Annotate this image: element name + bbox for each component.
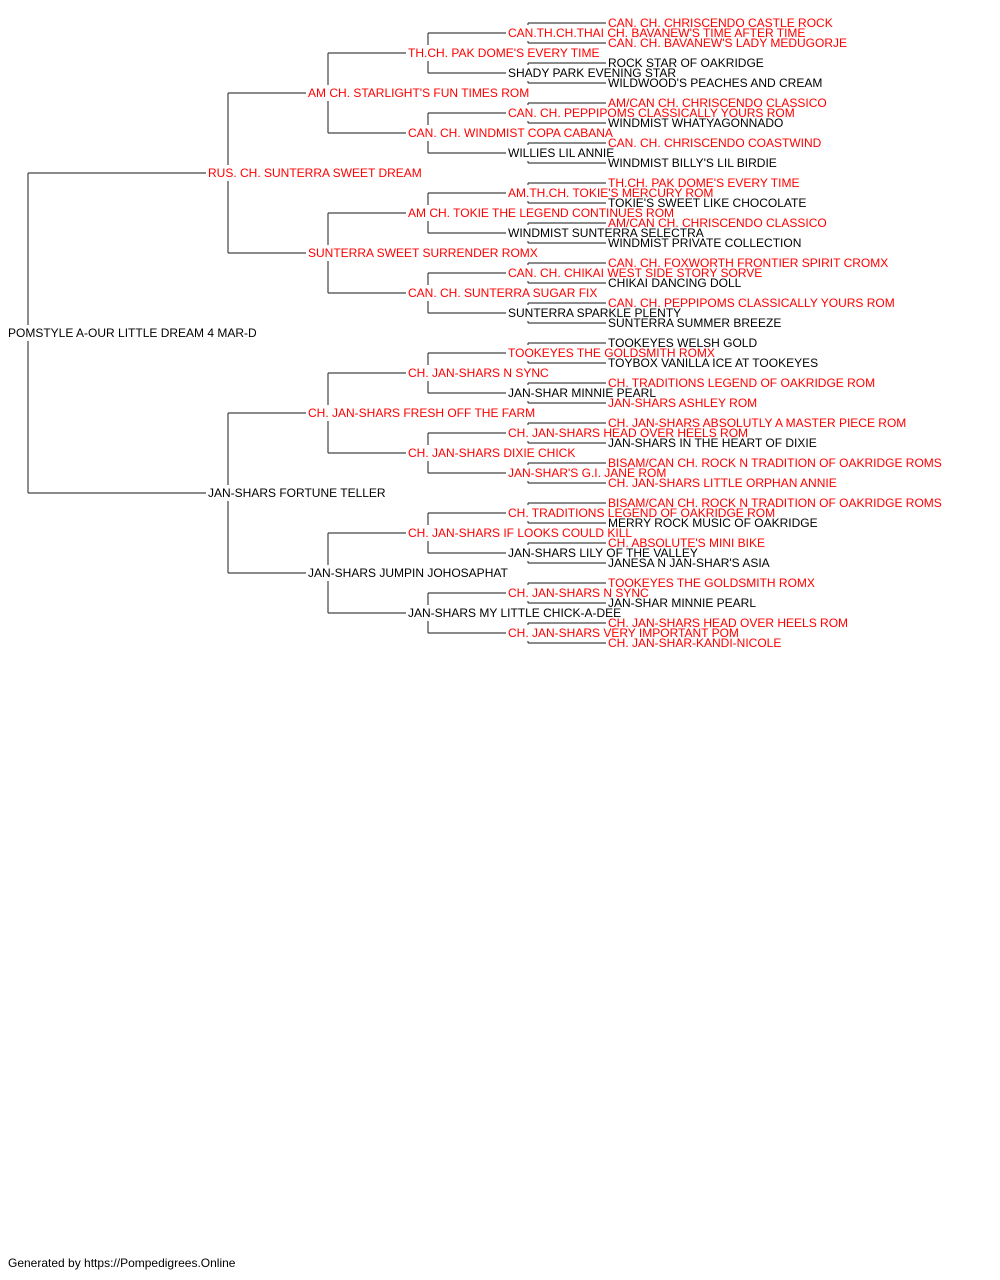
ancestor-sire-gen4: CAN. CH. CHIKAI WEST SIDE STORY SORVE bbox=[508, 266, 763, 280]
ancestor-sire-gen5: BISAM/CAN CH. ROCK N TRADITION OF OAKRID… bbox=[608, 496, 942, 510]
ancestor-sire-gen5: CH. ABSOLUTE'S MINI BIKE bbox=[608, 536, 765, 550]
ancestor-dam-gen5: WILDWOOD'S PEACHES AND CREAM bbox=[608, 76, 823, 90]
ancestor-sire-gen1: RUS. CH. SUNTERRA SWEET DREAM bbox=[208, 166, 422, 180]
footer-credit: Generated by https://Pompedigrees.Online bbox=[8, 1256, 236, 1270]
ancestor-dam-gen5: JANESA N JAN-SHAR'S ASIA bbox=[608, 556, 770, 570]
ancestor-sire-gen2: AM CH. STARLIGHT'S FUN TIMES ROM bbox=[308, 86, 530, 100]
ancestor-sire-gen5: ROCK STAR OF OAKRIDGE bbox=[608, 56, 764, 70]
ancestor-sire-gen2: CH. JAN-SHARS FRESH OFF THE FARM bbox=[308, 406, 536, 420]
ancestor-sire-gen3: CH. JAN-SHARS N SYNC bbox=[408, 366, 549, 380]
ancestor-sire-gen5: CH. JAN-SHARS ABSOLUTLY A MASTER PIECE R… bbox=[608, 416, 907, 430]
ancestor-dam-gen5: CHIKAI DANCING DOLL bbox=[608, 276, 742, 290]
ancestor-sire-gen5: BISAM/CAN CH. ROCK N TRADITION OF OAKRID… bbox=[608, 456, 942, 470]
ancestor-dam-gen4: JAN-SHAR MINNIE PEARL bbox=[508, 386, 657, 400]
ancestor-dam-gen5: JAN-SHARS ASHLEY ROM bbox=[608, 396, 758, 410]
ancestor-dam-gen4: JAN-SHARS LILY OF THE VALLEY bbox=[508, 546, 698, 560]
ancestor-sire-gen3: TH.CH. PAK DOME'S EVERY TIME bbox=[408, 46, 600, 60]
ancestor-sire-gen5: CAN. CH. PEPPIPOMS CLASSICALLY YOURS ROM bbox=[608, 296, 895, 310]
ancestor-dam-gen5: JAN-SHARS IN THE HEART OF DIXIE bbox=[608, 436, 817, 450]
ancestor-sire-gen5: TOOKEYES THE GOLDSMITH ROMX bbox=[608, 576, 815, 590]
ancestor-sire-gen4: AM.TH.CH. TOKIE'S MERCURY ROM bbox=[508, 186, 714, 200]
ancestor-dam-gen5: WINDMIST BILLY'S LIL BIRDIE bbox=[608, 156, 777, 170]
ancestor-sire-gen5: TOOKEYES WELSH GOLD bbox=[608, 336, 758, 350]
ancestor-dam-gen3: CAN. CH. SUNTERRA SUGAR FIX bbox=[408, 286, 598, 300]
ancestor-sire-gen5: CH. JAN-SHARS HEAD OVER HEELS ROM bbox=[608, 616, 849, 630]
ancestor-dam-gen4: CH. JAN-SHARS VERY IMPORTANT POM bbox=[508, 626, 739, 640]
ancestor-dam-gen5: JAN-SHAR MINNIE PEARL bbox=[608, 596, 757, 610]
ancestor-dam-gen5: TOYBOX VANILLA ICE AT TOOKEYES bbox=[608, 356, 819, 370]
ancestor-dam-gen4: SUNTERRA SPARKLE PLENTY bbox=[508, 306, 682, 320]
ancestor-dam-gen5: MERRY ROCK MUSIC OF OAKRIDGE bbox=[608, 516, 818, 530]
ancestor-dam-gen4: JAN-SHAR'S G.I. JANE ROM bbox=[508, 466, 667, 480]
ancestor-dam-gen5: CH. JAN-SHAR-KANDI-NICOLE bbox=[608, 636, 782, 650]
ancestor-dam-gen4: WILLIES LIL ANNIE bbox=[508, 146, 615, 160]
ancestor-sire-gen4: CH. JAN-SHARS N SYNC bbox=[508, 586, 649, 600]
ancestor-sire-gen4: CH. JAN-SHARS HEAD OVER HEELS ROM bbox=[508, 426, 749, 440]
ancestor-dam-gen4: SHADY PARK EVENING STAR bbox=[508, 66, 677, 80]
ancestor-sire-gen4: TOOKEYES THE GOLDSMITH ROMX bbox=[508, 346, 715, 360]
ancestor-dam-gen5: SUNTERRA SUMMER BREEZE bbox=[608, 316, 782, 330]
ancestor-dam-gen2: SUNTERRA SWEET SURRENDER ROMX bbox=[308, 246, 538, 260]
ancestor-sire-gen4: CH. TRADITIONS LEGEND OF OAKRIDGE ROM bbox=[508, 506, 776, 520]
ancestor-sire-gen5: CAN. CH. FOXWORTH FRONTIER SPIRIT CROMX bbox=[608, 256, 889, 270]
ancestor-dam-gen3: JAN-SHARS MY LITTLE CHICK-A-DEE bbox=[408, 606, 622, 620]
ancestor-sire-gen5: CAN. CH. CHRISCENDO CASTLE ROCK bbox=[608, 16, 833, 30]
ancestor-dam-gen3: CH. JAN-SHARS DIXIE CHICK bbox=[408, 446, 576, 460]
ancestor-sire-gen5: TH.CH. PAK DOME'S EVERY TIME bbox=[608, 176, 800, 190]
ancestor-sire-gen3: CH. JAN-SHARS IF LOOKS COULD KILL bbox=[408, 526, 633, 540]
ancestor-dam-gen5: TOKIE'S SWEET LIKE CHOCOLATE bbox=[608, 196, 807, 210]
subject-dog: POMSTYLE A-OUR LITTLE DREAM 4 MAR-D bbox=[8, 326, 257, 340]
ancestor-sire-gen5: AM/CAN CH. CHRISCENDO CLASSICO bbox=[608, 216, 827, 230]
ancestor-dam-gen5: WINDMIST WHATYAGONNADO bbox=[608, 116, 784, 130]
ancestor-sire-gen4: CAN. CH. PEPPIPOMS CLASSICALLY YOURS ROM bbox=[508, 106, 795, 120]
ancestor-dam-gen3: CAN. CH. WINDMIST COPA CABANA bbox=[408, 126, 613, 140]
ancestor-sire-gen5: CH. TRADITIONS LEGEND OF OAKRIDGE ROM bbox=[608, 376, 876, 390]
ancestor-sire-gen5: CAN. CH. CHRISCENDO COASTWIND bbox=[608, 136, 822, 150]
ancestor-sire-gen3: AM CH. TOKIE THE LEGEND CONTINUES ROM bbox=[408, 206, 675, 220]
ancestor-sire-gen4: CAN.TH.CH.THAI CH. BAVANEW'S TIME AFTER … bbox=[508, 26, 806, 40]
ancestor-dam-gen5: CAN. CH. BAVANEW'S LADY MEDUGORJE bbox=[608, 36, 847, 50]
ancestor-dam-gen5: CH. JAN-SHARS LITTLE ORPHAN ANNIE bbox=[608, 476, 837, 490]
ancestor-dam-gen1: JAN-SHARS FORTUNE TELLER bbox=[208, 486, 386, 500]
ancestor-dam-gen2: JAN-SHARS JUMPIN JOHOSAPHAT bbox=[308, 566, 508, 580]
ancestor-dam-gen4: WINDMIST SUNTERRA SELECTRA bbox=[508, 226, 704, 240]
ancestor-sire-gen5: AM/CAN CH. CHRISCENDO CLASSICO bbox=[608, 96, 827, 110]
ancestor-dam-gen5: WINDMIST PRIVATE COLLECTION bbox=[608, 236, 802, 250]
